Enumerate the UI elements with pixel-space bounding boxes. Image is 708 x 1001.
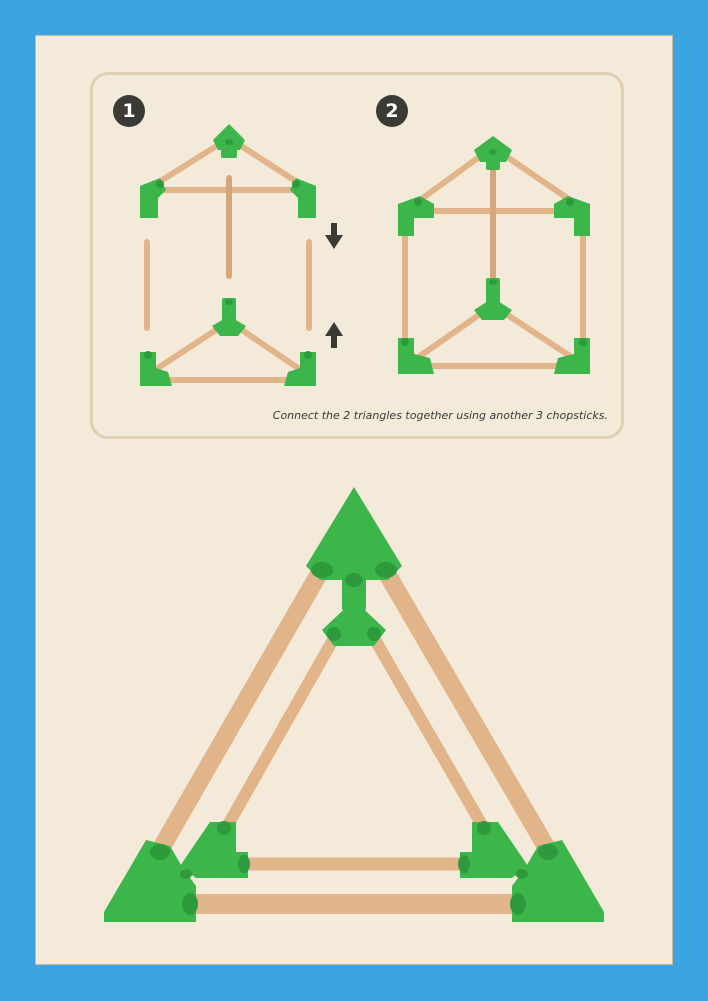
connector-top-right: [554, 196, 590, 236]
step-1-badge: 1: [113, 95, 145, 127]
chopstick: [497, 149, 573, 203]
arrow-down-icon: [325, 223, 343, 249]
chopstick: [417, 307, 489, 359]
step-2-diagram: [398, 136, 590, 374]
chopstick: [497, 307, 573, 359]
instruction-panel: [90, 72, 624, 439]
connector-bottom-right: [554, 338, 590, 374]
chopstick: [368, 632, 492, 838]
connector-top-left: [140, 178, 166, 218]
connector-bottom-left: [398, 338, 434, 374]
connector-front-bottom-left: [104, 840, 198, 922]
connector-front-apex: [306, 487, 402, 587]
connector-bottom-apex: [212, 298, 246, 336]
chopstick: [377, 563, 557, 859]
connector-front-bottom-right: [510, 840, 604, 922]
chopstick: [155, 323, 225, 371]
arrow-up-icon: [325, 322, 343, 348]
chopstick: [229, 137, 300, 185]
connector-top-right: [290, 178, 316, 218]
instruction-caption: Connect the 2 triangles together using a…: [272, 409, 608, 422]
chopstick: [417, 149, 489, 203]
connector-top-left: [398, 196, 434, 236]
connector-rear-bottom-left: [180, 821, 250, 878]
connector-rear-bottom-right: [458, 821, 528, 878]
connector-top-apex: [474, 136, 512, 170]
step-1-diagram: [140, 124, 343, 386]
chopstick: [233, 323, 301, 371]
chopstick: [218, 632, 340, 838]
connector-bottom-apex: [474, 278, 512, 320]
chopstick: [156, 137, 229, 185]
connector-bottom-right: [284, 351, 316, 386]
chopstick: [151, 563, 329, 859]
connector-bottom-left: [140, 351, 172, 386]
step-2-badge: 2: [376, 95, 408, 127]
connector-top-apex: [213, 124, 245, 158]
large-prism-illustration: [104, 487, 604, 922]
